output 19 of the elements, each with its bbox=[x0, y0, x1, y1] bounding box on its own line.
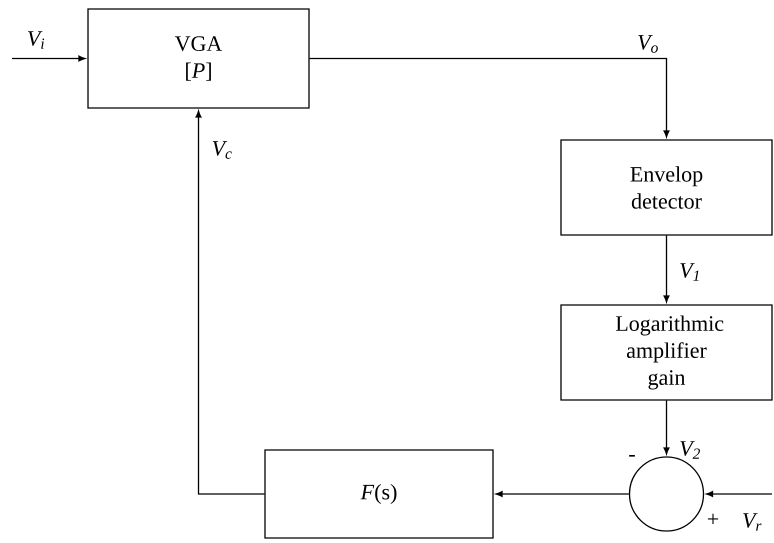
signal-label: V$_{i}$ bbox=[28, 31, 44, 49]
block-box: Logarithmic amplifier gain bbox=[560, 304, 773, 401]
block-box: VGA [P] bbox=[87, 8, 310, 109]
block-box: F(s) bbox=[264, 449, 494, 539]
block-box: Envelop detector bbox=[560, 139, 773, 236]
arrow bbox=[196, 110, 264, 495]
arrow bbox=[496, 491, 629, 497]
arrow bbox=[12, 56, 86, 62]
arrow bbox=[664, 400, 670, 454]
signal-label: V$_{o}$ bbox=[638, 35, 658, 53]
arrow bbox=[664, 236, 670, 302]
signal-label: V$_{2}$ bbox=[680, 441, 700, 459]
signal-label: V$_{1}$ bbox=[680, 263, 699, 281]
signal-label: V$_{r}$ bbox=[743, 513, 762, 531]
arrow bbox=[310, 58, 670, 138]
sign-label: - bbox=[629, 455, 635, 457]
arrow bbox=[706, 491, 772, 497]
sign-label: + bbox=[708, 514, 718, 524]
signal-label: V$_{c}$ bbox=[212, 141, 232, 159]
